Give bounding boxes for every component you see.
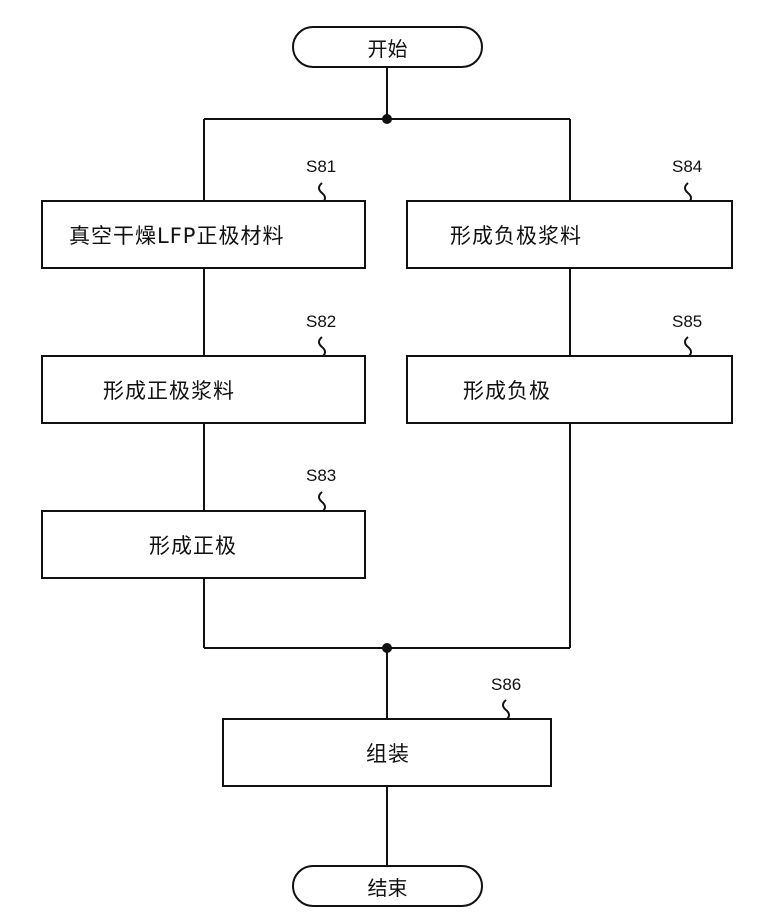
leader-s83 (319, 492, 325, 512)
step-number-s85: S85 (672, 312, 702, 332)
process-box-s84: 形成负极浆料 (406, 200, 733, 269)
step-number-s82: S82 (306, 312, 336, 332)
leader-s85 (685, 337, 691, 357)
leader-s86 (503, 700, 509, 720)
process-box-s85: 形成负极 (406, 355, 733, 424)
start-terminal: 开始 (292, 26, 483, 68)
process-box-s82: 形成正极浆料 (41, 355, 366, 424)
process-box-s83: 形成正极 (41, 510, 366, 579)
step-number-s86: S86 (491, 675, 521, 695)
process-label-s82: 形成正极浆料 (103, 375, 235, 405)
leader-s82 (319, 337, 325, 357)
process-label-s81: 真空干燥LFP正极材料 (69, 220, 284, 250)
process-box-s81: 真空干燥LFP正极材料 (41, 200, 366, 269)
process-label-s83: 形成正极 (149, 530, 237, 560)
process-label-s86: 组装 (366, 738, 410, 768)
step-number-s81: S81 (306, 157, 336, 177)
end-terminal: 结束 (292, 865, 483, 907)
end-label: 结束 (368, 872, 408, 901)
step-number-s83: S83 (306, 466, 336, 486)
merge-node (382, 643, 392, 653)
split-node (382, 114, 392, 124)
process-label-s85: 形成负极 (463, 375, 551, 405)
process-label-s84: 形成负极浆料 (450, 220, 582, 250)
start-label: 开始 (368, 33, 408, 62)
step-number-s84: S84 (672, 157, 702, 177)
process-box-s86: 组装 (222, 718, 552, 787)
